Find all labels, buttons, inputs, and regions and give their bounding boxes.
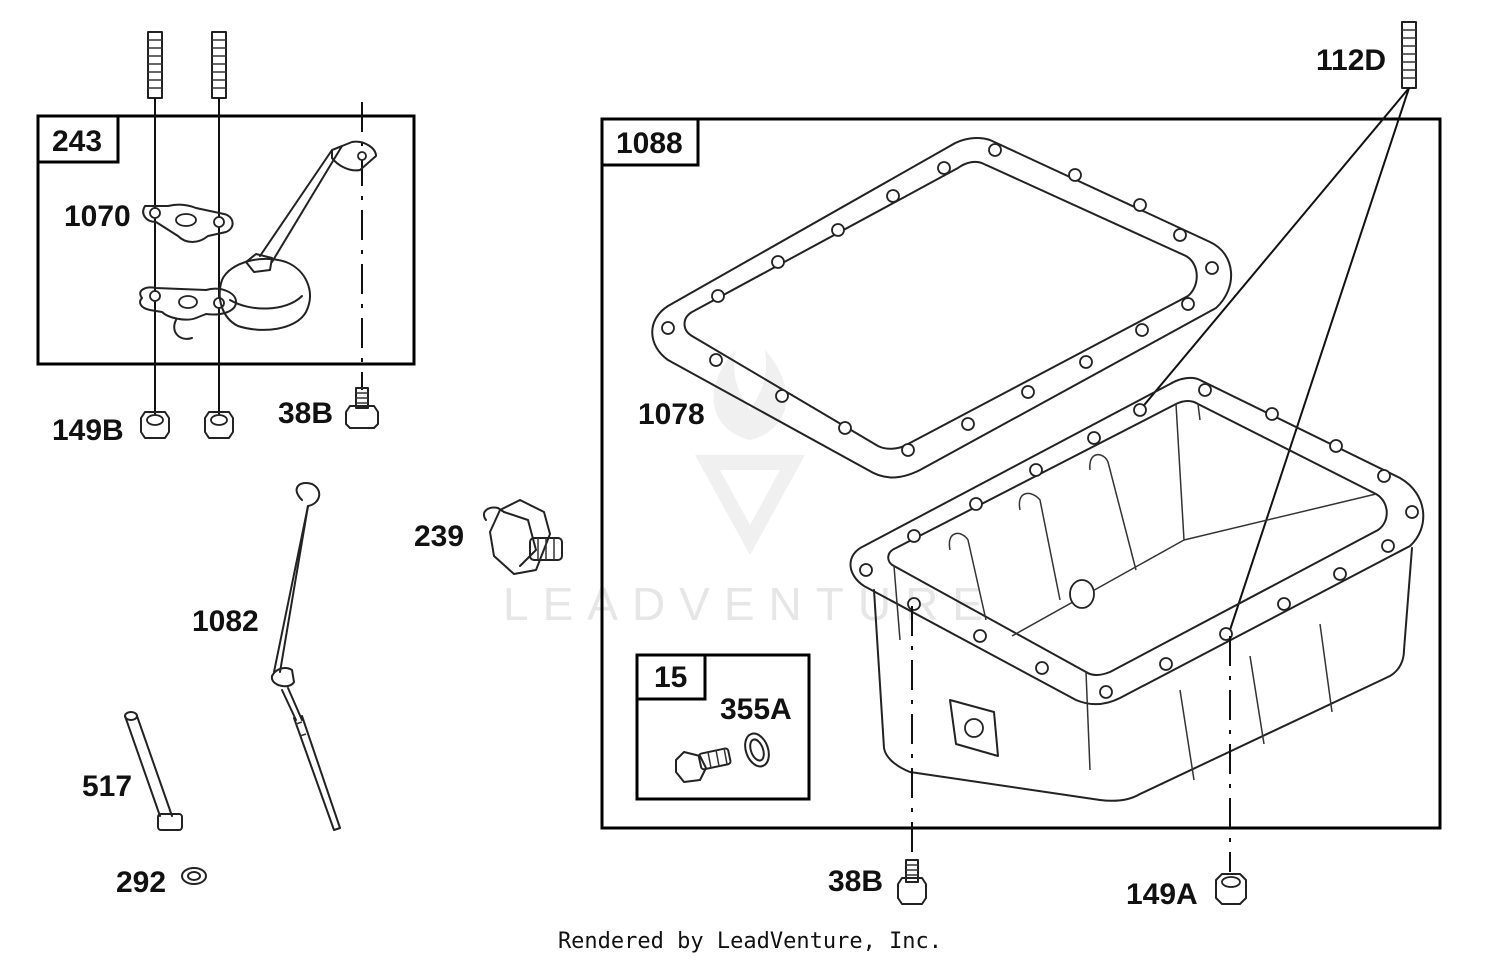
- callout-292: 292: [116, 866, 166, 899]
- kit-box-15-tab: [635, 653, 707, 701]
- gasket-1078: [651, 137, 1232, 479]
- stud-112D: [1401, 21, 1417, 89]
- callout-1082: 1082: [192, 605, 259, 638]
- drain-plug: [675, 747, 732, 783]
- bolt-38B-top: [345, 387, 379, 429]
- watermark-text: LEADVENTURE: [503, 578, 997, 630]
- callout-1078: 1078: [638, 398, 705, 431]
- kit-box-1088: [600, 117, 1442, 830]
- oil-pressure-switch-239: [482, 499, 563, 575]
- seal-292: [181, 867, 207, 885]
- leader-112D: [1139, 87, 1410, 631]
- drain-plug-washer-355A: [744, 732, 770, 768]
- kit-box-243-tab: [36, 114, 120, 164]
- callout-355A: 355A: [720, 693, 792, 726]
- callout-243: 243: [52, 125, 102, 158]
- callout-38B-bottom: 38B: [828, 865, 883, 898]
- gasket-1078-bolt-holes: [661, 143, 1219, 457]
- kit-box-15: [635, 653, 811, 801]
- callout-1088: 1088: [616, 127, 683, 160]
- nut-149B-left: [140, 411, 170, 439]
- oil-pan: [849, 376, 1425, 802]
- oil-pan-bolt-holes: [859, 383, 1419, 699]
- dipstick-tube-517: [124, 711, 183, 831]
- stud-right: [211, 31, 227, 99]
- bolt-38B-bottom: [897, 859, 927, 905]
- callout-149A: 149A: [1126, 878, 1198, 911]
- oil-pickup-assembly: [139, 140, 377, 340]
- callout-112D: 112D: [1316, 44, 1386, 77]
- leadventure-watermark-logo: [695, 350, 805, 555]
- nut-149B-right: [204, 411, 234, 439]
- stud-left: [147, 31, 163, 99]
- kit-box-1088-tab: [600, 117, 700, 167]
- callout-1070: 1070: [64, 200, 131, 233]
- callout-149B: 149B: [52, 414, 124, 447]
- callout-38B-top: 38B: [278, 397, 333, 430]
- footer-credit: Rendered by LeadVenture, Inc.: [558, 929, 942, 954]
- gasket-1070: [142, 203, 234, 243]
- dipstick-1082: [270, 482, 341, 831]
- nut-149A: [1215, 873, 1247, 905]
- callout-239: 239: [414, 520, 464, 553]
- kit-box-243: [36, 114, 416, 366]
- callout-15: 15: [654, 661, 687, 694]
- callout-517: 517: [82, 770, 132, 803]
